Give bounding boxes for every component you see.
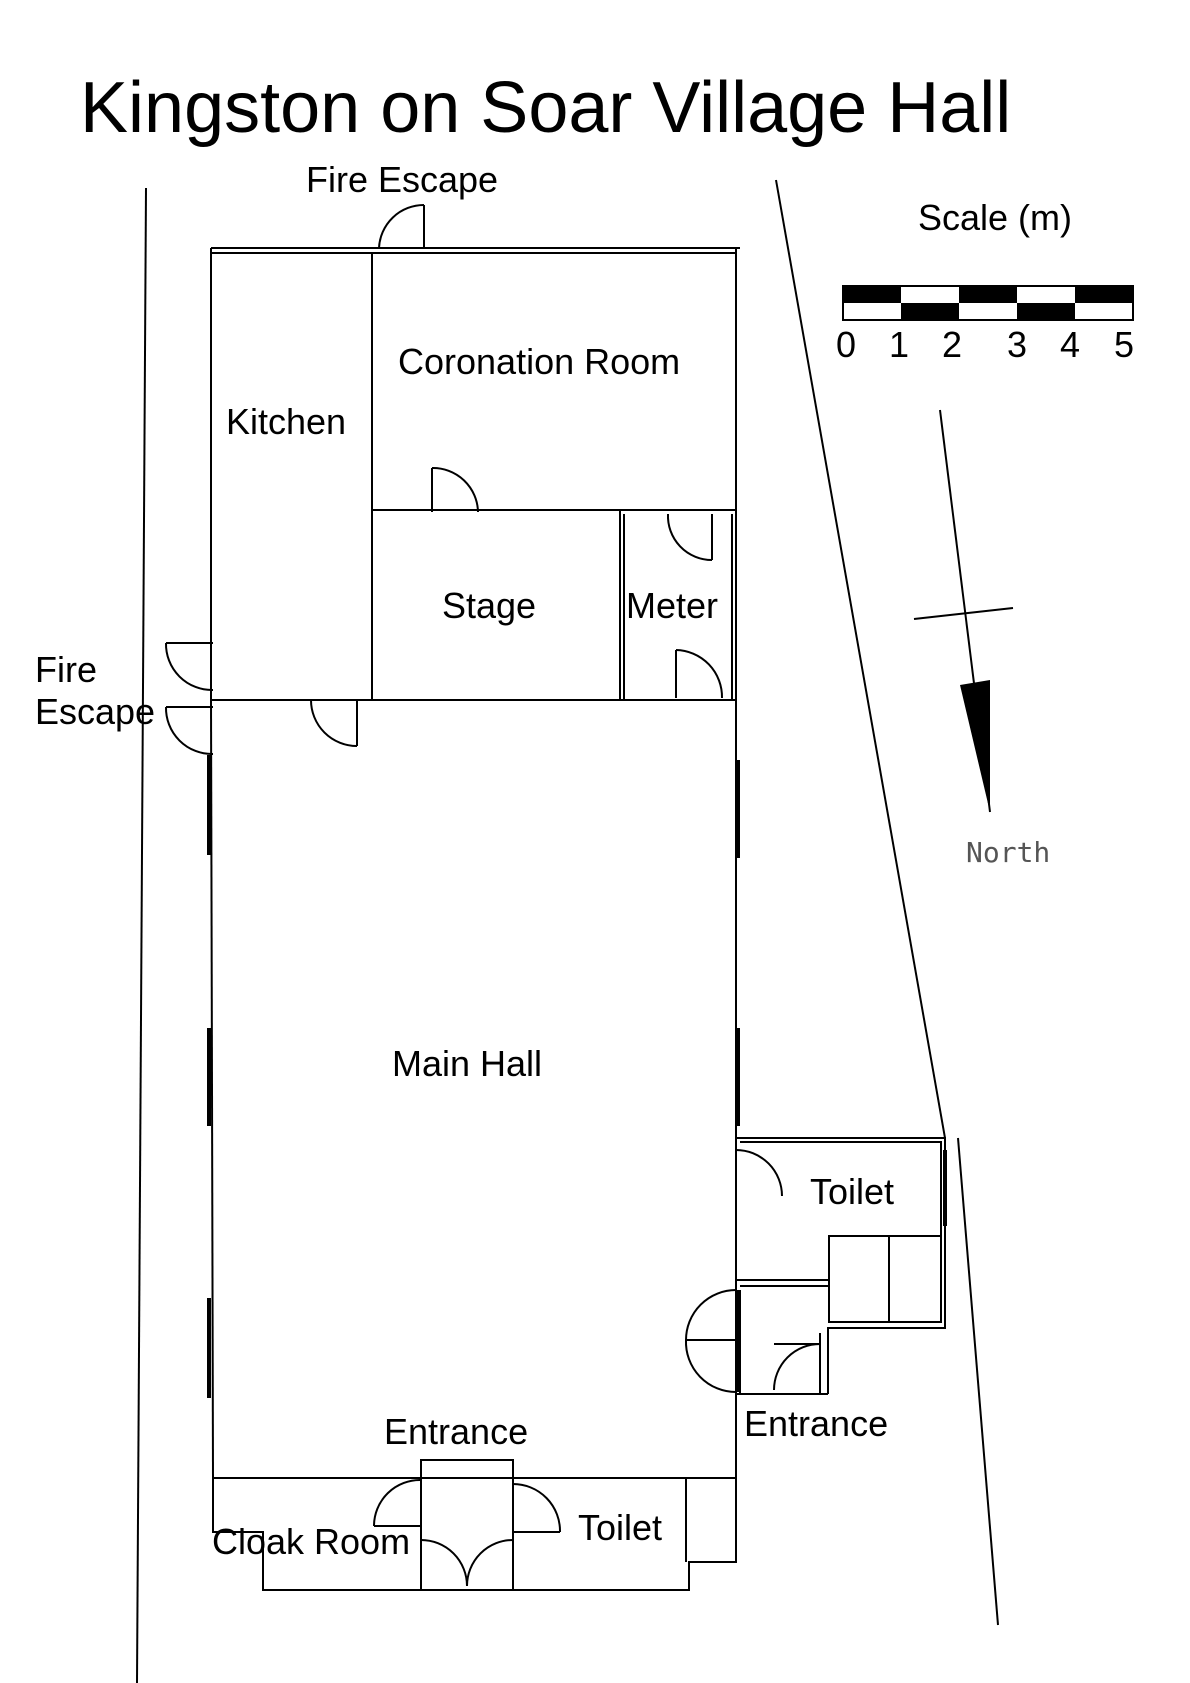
fire-escape-north-door-swing <box>378 203 425 249</box>
scale-tick-5: 5 <box>1114 324 1134 365</box>
scale-bar <box>842 285 1134 321</box>
fire-escape-west-door-upper-swing <box>164 642 214 692</box>
coronation-door-swing <box>431 466 479 513</box>
north-arrow-crossbar <box>913 607 1014 620</box>
scale-label: Scale (m) <box>918 197 1072 238</box>
scale-seg-4-bottom <box>1017 303 1075 320</box>
east-entrance-label: Entrance <box>744 1403 888 1444</box>
porch-door-left-swing <box>420 1539 468 1587</box>
kitchen-label: Kitchen <box>226 401 346 442</box>
east-toilet-door-swing <box>735 1149 783 1197</box>
meter-top-door-swing <box>666 513 713 562</box>
page-title: Kingston on Soar Village Hall <box>80 68 1011 148</box>
main-hall-west-wall <box>210 699 214 1479</box>
fire-escape-north-label: Fire Escape <box>306 159 498 200</box>
scale-seg-2-bottom <box>901 303 959 320</box>
stage-label: Stage <box>442 585 536 626</box>
meter-bottom-door-swing <box>675 649 724 699</box>
kitchen-hall-door-swing <box>310 699 358 747</box>
fire-escape-west-label-1: Fire <box>35 649 97 690</box>
main-hall-label: Main Hall <box>392 1043 542 1084</box>
south-porch <box>420 1459 514 1591</box>
scale-tick-4: 4 <box>1060 324 1080 365</box>
east-boundary-line <box>775 179 946 1139</box>
scale-seg-5-top <box>1075 286 1133 303</box>
scale-tick-0: 0 <box>836 324 856 365</box>
east-entrance-hall-door-swing-lower <box>684 1339 737 1393</box>
east-toilet-label: Toilet <box>810 1171 894 1212</box>
scale-seg-1-top <box>843 286 901 303</box>
south-toilet-door-swing <box>512 1483 562 1533</box>
scale-seg-3-top <box>959 286 1017 303</box>
east-entrance-hall-door-swing-upper <box>685 1289 737 1341</box>
scale-tick-2: 2 <box>942 324 962 365</box>
coronation-room-label: Coronation Room <box>398 341 680 382</box>
west-boundary-line <box>136 187 147 1683</box>
north-arrow-head <box>960 680 990 812</box>
fire-escape-west-label-2: Escape <box>35 691 155 732</box>
east-toilet-inner <box>740 1141 942 1323</box>
toilet-cubicles <box>828 1235 942 1323</box>
east-boundary-line-lower <box>957 1137 999 1626</box>
cloak-door-swing <box>373 1478 422 1527</box>
fire-escape-west-door-lower-swing <box>164 706 214 756</box>
scale-tick-1: 1 <box>889 324 909 365</box>
porch-door-right-swing <box>466 1539 514 1587</box>
north-label: North <box>966 836 1050 869</box>
south-toilet-label: Toilet <box>578 1507 662 1548</box>
north-arrow-icon <box>913 409 1014 813</box>
meter-label: Meter <box>626 585 718 626</box>
south-entrance-label: Entrance <box>384 1411 528 1452</box>
east-toilet-outline <box>736 1137 946 1394</box>
east-entrance-outer-door-swing <box>773 1343 821 1391</box>
cloak-room-label: Cloak Room <box>212 1521 410 1562</box>
scale-tick-3: 3 <box>1007 324 1027 365</box>
